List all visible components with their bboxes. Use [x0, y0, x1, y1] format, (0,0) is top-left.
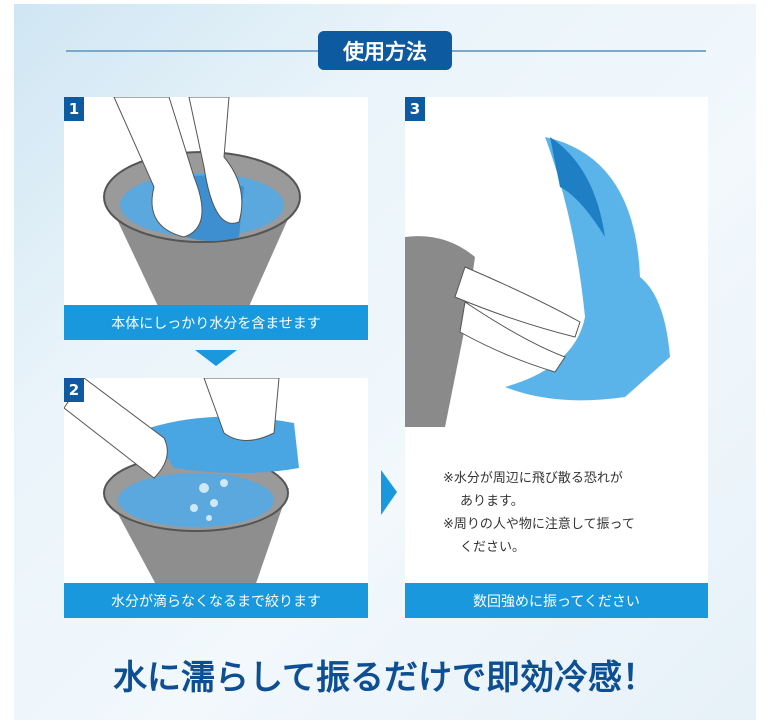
step-caption: 本体にしっかり水分を含ませます: [64, 305, 368, 340]
caution-notes: ※水分が周辺に飛び散る恐れが あります。 ※周りの人や物に注意して振って くださ…: [443, 467, 635, 559]
headline: 水に濡らして振るだけで即効冷感！: [113, 658, 656, 698]
note-line: ※周りの人や物に注意して振って: [443, 517, 635, 532]
step-number: 3: [405, 97, 425, 121]
step-1-panel: 1 本体にしっかり水分を含ませます: [64, 97, 368, 340]
bucket-soak-illustration: [103, 97, 301, 340]
down-arrow-icon: [195, 350, 237, 366]
step-2-panel: 2 水分が滴らなくなるまで絞ります: [64, 378, 368, 618]
note-line: ※水分が周辺に飛び散る恐れが: [443, 471, 623, 486]
step-number: 2: [64, 378, 84, 402]
right-arrow-icon: [381, 470, 397, 515]
note-line: ください。: [460, 540, 526, 555]
shaking-illustration: [405, 137, 670, 427]
step-number: 1: [64, 97, 84, 121]
step-3-panel: 3 ※水分が周辺に飛び散る恐れが あります。 ※周りの人や物に注意して振って く…: [405, 97, 708, 618]
section-title: 使用方法: [318, 31, 452, 70]
step-caption: 水分が滴らなくなるまで絞ります: [64, 583, 368, 618]
note-line: あります。: [460, 494, 524, 509]
step-caption: 数回強めに振ってください: [405, 583, 708, 618]
wringing-illustration: [64, 378, 299, 618]
